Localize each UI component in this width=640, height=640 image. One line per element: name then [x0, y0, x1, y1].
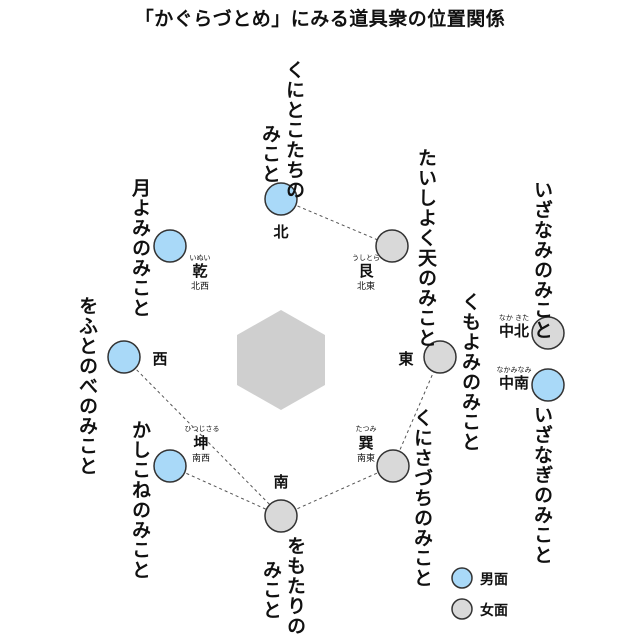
- name-otonobe: をふとのべのみこと: [76, 296, 98, 476]
- legend-male-swatch: [451, 567, 473, 589]
- ruby-hitsujisaru: ひつじさる: [184, 425, 220, 433]
- connector-kita-ushitora: [280, 198, 393, 247]
- circle-kunitokotachi: [264, 182, 298, 216]
- ruby-inui: いぬい: [189, 254, 211, 262]
- connector-nishi-minami: [123, 356, 282, 517]
- connector-minami-tatsumi: [280, 465, 394, 517]
- dir-naka-kita: 中北: [498, 322, 529, 340]
- circle-otonobe: [107, 340, 141, 374]
- ruby-tatsumi: たつみ: [355, 425, 377, 433]
- circle-omotari: [264, 499, 298, 533]
- diagram-title: 「かぐらづとめ」にみる道具衆の位置関係: [134, 8, 506, 30]
- sub-hitsujisaru: 南西: [191, 454, 210, 464]
- dir-tatsumi: 巽: [358, 434, 374, 452]
- circle-izanami: [531, 316, 565, 350]
- name-izanami: いざなみのみこと: [531, 180, 553, 340]
- name-kumoyomi: くもよみのみこと: [459, 292, 481, 452]
- dir-minami: 南: [273, 473, 289, 491]
- circle-kumoyomi: [423, 340, 457, 374]
- dir-inui: 乾: [192, 262, 208, 280]
- dir-nishi: 西: [152, 350, 168, 368]
- sub-inui: 北西: [190, 282, 209, 292]
- connector-kashikone-minami: [169, 465, 282, 517]
- circle-izanagi: [531, 368, 565, 402]
- ruby-naka-minami: なかみなみ: [496, 366, 532, 374]
- circle-kashikone: [153, 449, 187, 483]
- connector-tatsumi-higashi: [392, 356, 441, 467]
- ruby-ushitora: うしとら: [352, 254, 380, 262]
- circle-kunisazuchi: [376, 449, 410, 483]
- name-kunisazuchi: くにさづちのみこと: [411, 408, 433, 588]
- name-taishokuten: たいしよく天のみこと: [415, 148, 437, 348]
- dir-naka-minami: 中南: [498, 374, 529, 392]
- name-tsukiyomi: 月よみのみこと: [129, 178, 151, 318]
- dir-ushitora: 艮: [358, 262, 374, 280]
- legend-female-label: 女面: [480, 603, 508, 619]
- dir-hitsujisaru: 坤: [193, 434, 209, 452]
- name-izanagi: いざなぎのみこと: [531, 405, 553, 565]
- dir-kita: 北: [273, 223, 289, 241]
- ruby-naka-kita: なか きた: [498, 314, 530, 322]
- center-hexagon: [237, 310, 325, 410]
- sub-tatsumi: 南東: [356, 454, 375, 464]
- name-kunitokotachi-line2: みこと: [259, 124, 281, 184]
- name-kunitokotachi-line1: くにとこたちの: [283, 60, 305, 200]
- legend-male-label: 男面: [480, 572, 508, 588]
- circle-taishokuten: [375, 229, 409, 263]
- legend-female-swatch: [451, 598, 473, 620]
- name-omotari-line1: をもたりの: [284, 536, 306, 636]
- sub-ushitora: 北東: [356, 282, 375, 292]
- name-kashikone: かしこねのみこと: [129, 420, 151, 580]
- name-omotari-line2: みこと: [260, 560, 282, 620]
- circle-tsukiyomi: [153, 229, 187, 263]
- dir-higashi: 東: [398, 350, 414, 368]
